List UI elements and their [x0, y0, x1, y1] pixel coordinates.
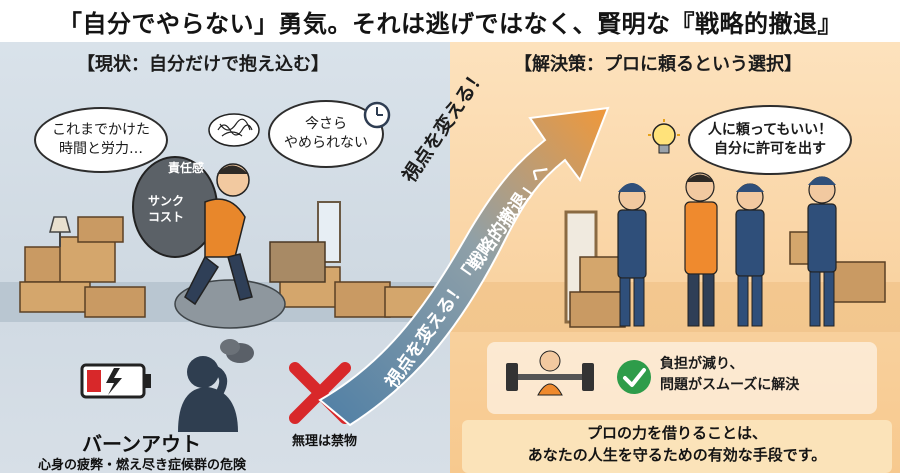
current-situation-panel: 【現状：自分だけで抱え込む】 これまでかけた 時間と労力… 今さら やめられない: [0, 42, 450, 473]
benefit-line: 問題がスムーズに解決: [660, 377, 800, 393]
burnout-title: バーンアウト: [82, 432, 201, 456]
bubble-line: 時間と労力…: [59, 141, 143, 157]
bubble-line: これまでかけた: [52, 122, 150, 139]
barbell-icon: [506, 350, 594, 396]
benefit-line: 負担が減り、: [660, 356, 744, 372]
check-icon: [617, 360, 651, 394]
tangled-thoughts-icon: [208, 113, 260, 147]
ban-label: 無理は禁物: [292, 434, 358, 449]
burdened-man: [132, 156, 253, 306]
lamp: [49, 216, 71, 247]
page-title: 「自分でやらない」勇気。それは逃げではなく、賢明な『戦略的撤退』: [58, 9, 842, 38]
bubble-line: 人に頼ってもいい！: [707, 122, 833, 139]
clock-icon: [363, 101, 391, 129]
backpack-label-responsibility: 責任感: [168, 161, 205, 175]
cabinet: [269, 241, 326, 283]
backpack-line: コスト: [148, 209, 185, 224]
movers-group: [617, 172, 837, 327]
bubble-line: 今さら: [305, 116, 347, 133]
right-header: 【解決策：プロに頼るという選択】: [514, 54, 802, 75]
backpack-label-sunk-cost: サンク コスト: [148, 194, 184, 225]
burnout-subtitle: 心身の疲弊・燃え尽き症候群の危険: [38, 458, 247, 473]
bubble-line: やめられない: [284, 135, 368, 151]
distressed-person-icon: [178, 339, 254, 432]
battery-empty-icon: [80, 363, 151, 399]
speech-bubble-permission: 人に頼ってもいい！ 自分に許可を出す: [688, 105, 852, 175]
conclusion-line: あなたの人生を守るための有効な手段です。: [527, 445, 827, 464]
conclusion-line: プロの力を借りることは、: [586, 424, 767, 442]
left-header: 【現状：自分だけで抱え込む】: [77, 54, 329, 75]
thought-bubble-time: これまでかけた 時間と労力…: [34, 107, 168, 173]
backpack-line: サンク: [148, 194, 185, 208]
bubble-line: 自分に許可を出す: [713, 141, 826, 157]
cross-icon: [289, 362, 351, 424]
lightbulb-icon: [648, 119, 680, 154]
conclusion-box: プロの力を借りることは、 あなたの人生を守るための有効な手段です。: [462, 420, 892, 473]
benefit-text: 負担が減り、 問題がスムーズに解決: [660, 354, 799, 396]
